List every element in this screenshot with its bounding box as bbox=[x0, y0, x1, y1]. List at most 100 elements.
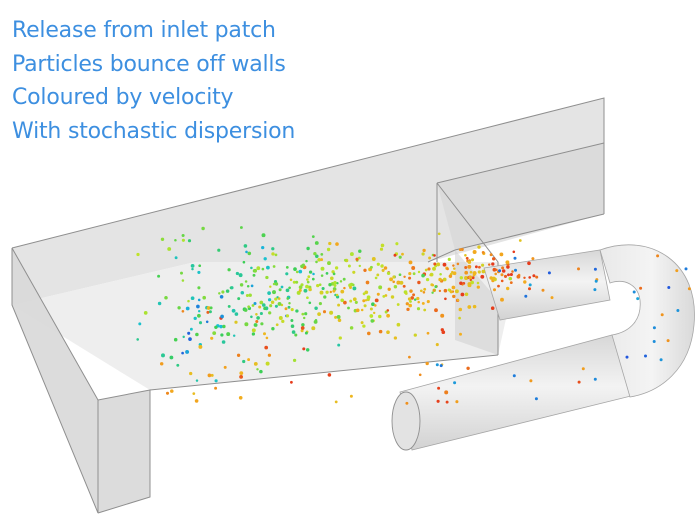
particle bbox=[386, 313, 390, 318]
particle bbox=[360, 308, 364, 312]
particle bbox=[528, 283, 532, 287]
particle bbox=[230, 286, 234, 290]
particle bbox=[452, 264, 455, 267]
particle bbox=[333, 284, 337, 287]
particle bbox=[492, 288, 497, 292]
particle bbox=[170, 389, 174, 393]
particle bbox=[136, 338, 139, 341]
particle bbox=[491, 276, 496, 281]
particle bbox=[376, 273, 380, 277]
particle bbox=[366, 331, 371, 336]
particle bbox=[242, 359, 246, 364]
particle bbox=[446, 267, 449, 271]
particle bbox=[501, 269, 506, 273]
particle bbox=[329, 290, 333, 294]
particle bbox=[508, 276, 513, 281]
particle bbox=[452, 271, 457, 276]
particle bbox=[386, 271, 391, 276]
particle bbox=[218, 292, 221, 295]
particle bbox=[393, 336, 398, 340]
particle bbox=[313, 252, 317, 256]
particle bbox=[245, 293, 249, 298]
particle bbox=[277, 301, 282, 306]
particle bbox=[263, 306, 267, 311]
particle bbox=[402, 284, 406, 288]
particle bbox=[500, 297, 504, 302]
particle bbox=[157, 301, 162, 306]
particle bbox=[675, 269, 679, 273]
particle bbox=[357, 256, 361, 260]
particle bbox=[294, 333, 298, 337]
particle bbox=[320, 253, 324, 256]
particle bbox=[497, 284, 500, 288]
particle bbox=[660, 313, 664, 317]
particle bbox=[384, 294, 388, 297]
particle bbox=[197, 313, 201, 318]
particle bbox=[464, 254, 467, 257]
particle bbox=[194, 399, 199, 403]
particle bbox=[489, 253, 493, 257]
particle bbox=[253, 361, 258, 366]
particle bbox=[267, 291, 271, 295]
particle bbox=[253, 323, 258, 327]
particle bbox=[581, 367, 585, 371]
particle bbox=[436, 399, 440, 403]
particle bbox=[238, 273, 243, 278]
particle bbox=[491, 262, 495, 266]
particle bbox=[192, 392, 196, 395]
particle bbox=[516, 274, 521, 279]
particle bbox=[440, 328, 444, 332]
particle bbox=[438, 277, 442, 282]
particle bbox=[443, 288, 448, 293]
particle bbox=[318, 302, 322, 306]
particle bbox=[272, 265, 276, 268]
particle bbox=[535, 275, 539, 279]
particle bbox=[470, 280, 474, 285]
particle bbox=[302, 316, 306, 320]
particle bbox=[427, 267, 431, 271]
particle bbox=[205, 320, 209, 324]
particle bbox=[242, 260, 246, 264]
particle bbox=[255, 319, 259, 324]
particle bbox=[477, 245, 481, 249]
particle bbox=[305, 348, 310, 352]
particle bbox=[481, 263, 485, 267]
particle bbox=[180, 271, 183, 275]
particle bbox=[250, 284, 254, 288]
particle bbox=[550, 296, 554, 300]
particle bbox=[363, 304, 367, 308]
particle bbox=[253, 268, 258, 273]
particle bbox=[252, 273, 256, 277]
particle bbox=[274, 304, 278, 308]
particle bbox=[499, 252, 504, 257]
particle bbox=[250, 315, 253, 319]
particle bbox=[396, 322, 401, 327]
particle bbox=[432, 266, 436, 271]
particle bbox=[221, 340, 226, 344]
particle bbox=[320, 258, 324, 262]
particle bbox=[491, 257, 496, 261]
particle bbox=[652, 326, 656, 330]
particle bbox=[187, 239, 192, 243]
particle bbox=[231, 308, 236, 313]
particle bbox=[470, 258, 475, 262]
particle bbox=[207, 373, 212, 378]
particle bbox=[408, 272, 412, 276]
particle bbox=[164, 296, 168, 300]
particle bbox=[459, 276, 463, 280]
particle bbox=[264, 345, 269, 350]
particle bbox=[676, 309, 680, 312]
particle bbox=[335, 242, 339, 246]
particle bbox=[369, 307, 373, 311]
particle bbox=[476, 281, 480, 285]
particle bbox=[684, 267, 688, 271]
particle bbox=[304, 312, 308, 316]
particle bbox=[381, 268, 385, 272]
particle bbox=[269, 285, 272, 288]
particle bbox=[325, 272, 329, 275]
particle bbox=[284, 307, 288, 311]
caption-line-dispersion: With stochastic dispersion bbox=[12, 118, 296, 144]
particle bbox=[280, 285, 284, 289]
particle bbox=[454, 289, 459, 294]
particle bbox=[652, 340, 656, 343]
